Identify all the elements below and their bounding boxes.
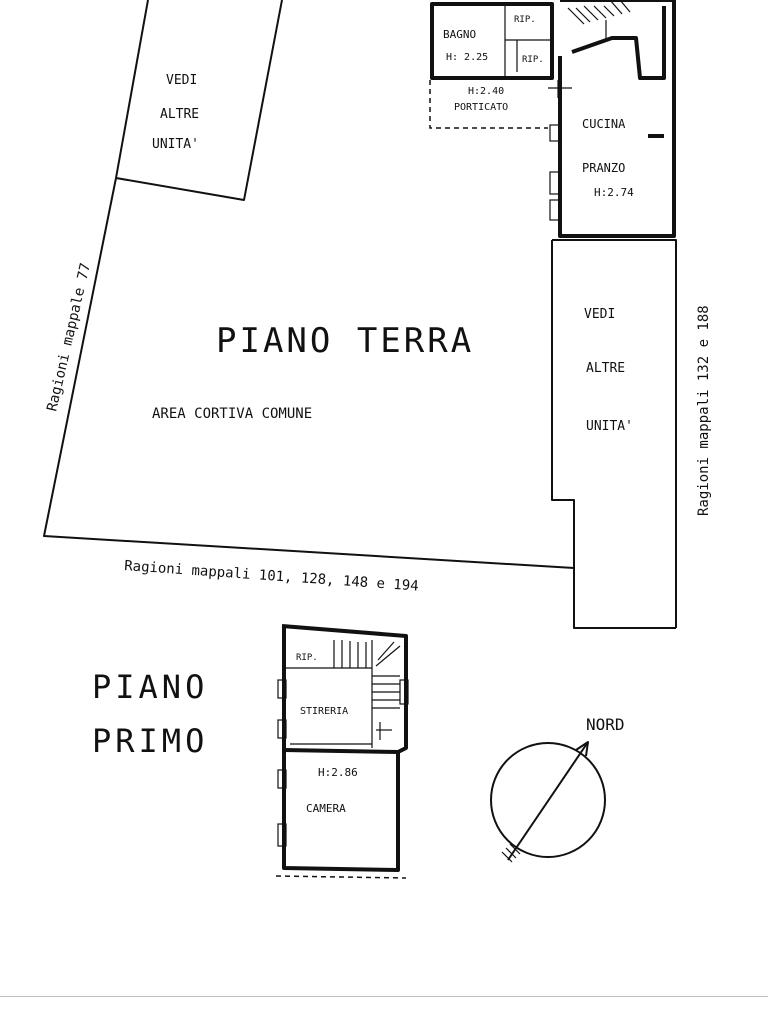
bedroom-label: CAMERA: [306, 802, 346, 815]
courtyard-east-edge: [551, 240, 676, 629]
bathroom-outline: [430, 2, 554, 80]
dining-label: PRANZO: [582, 161, 625, 175]
ground-stair: [567, 0, 631, 40]
porch-label: PORTICATO: [454, 102, 508, 113]
first-floor-title-line2: PRIMO: [92, 722, 208, 760]
adjacent-unit-e-line1: VEDI: [584, 307, 615, 322]
porch-height: H:2.40: [468, 86, 504, 97]
adjacent-unit-nw-line3: UNITA': [152, 137, 199, 152]
compass-circle: [490, 742, 606, 858]
first-floor-storage-label: RIP.: [296, 653, 318, 663]
compass-north-label: NORD: [586, 715, 625, 734]
first-floor-stair: [341, 640, 401, 740]
kitchen-inner-wall: [571, 6, 666, 80]
compass-needle: [507, 741, 589, 861]
bedroom-height: H:2.86: [318, 766, 358, 779]
kitchen-block: CUCINA PRANZO H:2.74: [549, 0, 676, 238]
north-compass: NORD: [490, 715, 625, 863]
adjacent-unit-east-outline: [552, 239, 677, 628]
adjacent-unit-northwest-label: VEDI ALTRE UNITA': [152, 73, 199, 152]
bathroom-block: BAGNO H: 2.25 RIP. RIP.: [430, 2, 554, 80]
adjacent-unit-e-line3: UNITA': [586, 419, 633, 434]
adjacent-unit-nw-line2: ALTRE: [160, 107, 199, 122]
kitchen-height: H:2.74: [594, 186, 634, 199]
ironing-room-label: STIRERIA: [300, 706, 348, 717]
storage-label-2: RIP.: [522, 55, 544, 65]
boundary-south-label: Ragioni mappali 101, 128, 148 e 194: [124, 558, 419, 595]
courtyard-outline: [43, 177, 575, 569]
adjacent-unit-east-label: VEDI ALTRE UNITA': [584, 307, 633, 434]
ground-floor-title: PIANO TERRA: [216, 321, 474, 361]
first-floor-block: RIP. STIRERIA H:2.86 CAMERA: [275, 624, 409, 879]
adjacent-unit-e-line2: ALTRE: [586, 361, 625, 376]
kitchen-label: CUCINA: [582, 117, 626, 131]
bathroom-height: H: 2.25: [446, 52, 488, 63]
adjacent-unit-nw-line1: VEDI: [166, 73, 197, 88]
first-floor-title-line1: PIANO: [92, 668, 208, 706]
boundary-west-label: Ragioni mappale 77: [44, 261, 94, 412]
courtyard-label: AREA CORTIVA COMUNE: [152, 406, 312, 422]
boundary-east-label: Ragioni mappali 132 e 188: [696, 305, 712, 516]
porch: H:2.40 PORTICATO: [429, 80, 572, 129]
bottom-rule: [0, 996, 768, 997]
bathroom-label: BAGNO: [443, 28, 476, 41]
adjacent-unit-northwest-outline: [115, 0, 283, 201]
storage-label-1: RIP.: [514, 15, 536, 25]
